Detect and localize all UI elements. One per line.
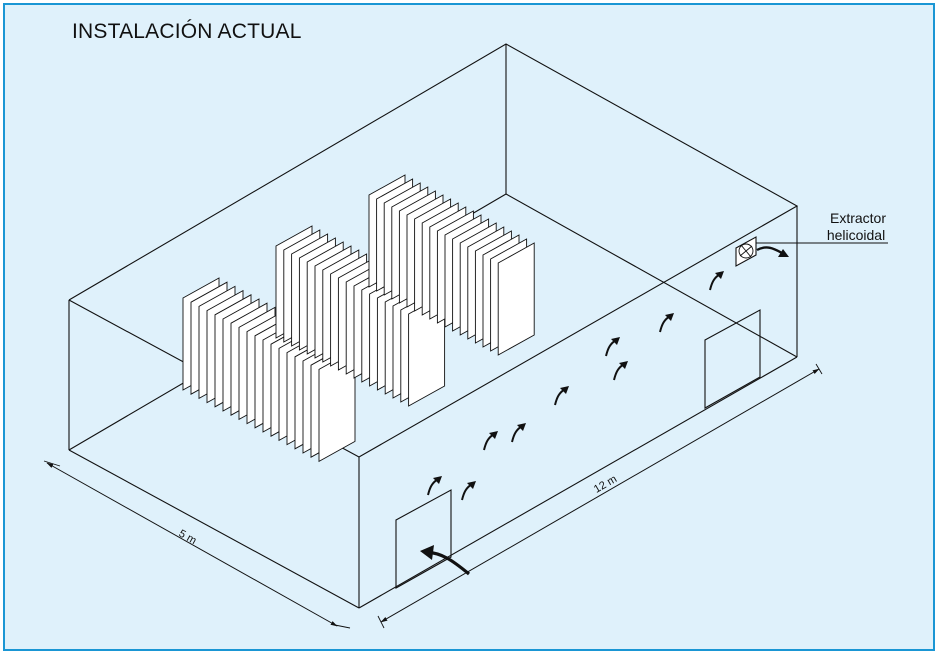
airflow-arrow (483, 431, 498, 451)
radiator-stacks (182, 174, 535, 463)
fan-blades-icon (738, 243, 754, 259)
airflow-arrow (427, 476, 442, 496)
airflow-arrow (511, 423, 526, 443)
entrance-door (395, 489, 452, 589)
rear-door (704, 309, 761, 409)
airflow-arrow (554, 386, 569, 406)
doors (395, 309, 761, 589)
airflow-arrow (461, 481, 476, 501)
dimension-width: 5 m (43, 460, 351, 629)
airflow-arrow (709, 271, 724, 291)
diagram-title: INSTALACIÓN ACTUAL (72, 20, 302, 43)
airflow-arrow (613, 361, 628, 381)
dimension-length: 12 m (377, 363, 823, 629)
airflow-arrow (605, 337, 620, 357)
exhaust-arrow (756, 246, 785, 256)
extractor-fan (735, 236, 888, 267)
extractor-label-line1: Extractor (830, 210, 886, 226)
room-floor-back-right (505, 193, 798, 358)
radiator-panel (497, 242, 535, 356)
radiator-stack-right (368, 174, 535, 356)
room-edge-bottom-left (68, 449, 360, 609)
width-label: 5 m (177, 528, 199, 547)
radiator-stack-left (182, 277, 356, 463)
extractor-label-line2: helicoidal (827, 227, 885, 243)
airflow-arrow (659, 313, 674, 333)
